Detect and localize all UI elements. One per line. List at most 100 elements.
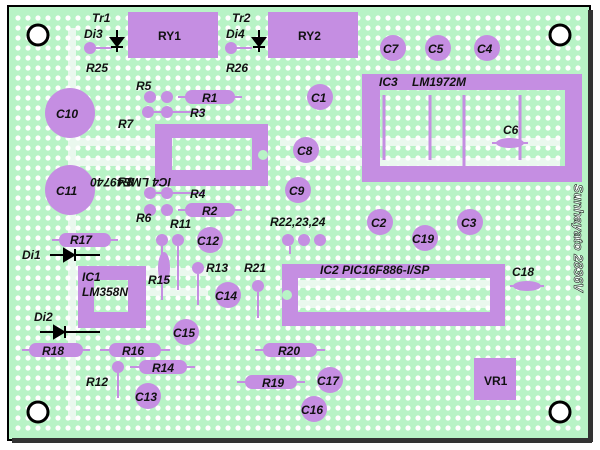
board-hole — [255, 65, 261, 71]
board-hole — [195, 225, 201, 231]
board-hole — [525, 235, 531, 241]
board-hole — [45, 265, 51, 271]
board-hole — [355, 165, 361, 171]
label-di1: Di1 — [22, 248, 41, 262]
board-hole — [415, 185, 421, 191]
board-hole — [455, 335, 461, 341]
board-hole — [365, 355, 371, 361]
board-hole — [505, 95, 511, 101]
board-hole — [325, 345, 331, 351]
board-hole — [35, 205, 41, 211]
board-hole — [115, 55, 121, 61]
board-hole — [435, 295, 441, 301]
board-hole — [395, 405, 401, 411]
board-hole — [545, 305, 551, 311]
board-hole — [25, 365, 31, 371]
board-hole — [475, 255, 481, 261]
board-hole — [15, 15, 21, 21]
board-hole — [35, 385, 41, 391]
board-hole — [295, 395, 301, 401]
board-hole — [315, 335, 321, 341]
board-hole — [185, 415, 191, 421]
board-hole — [145, 125, 151, 131]
board-hole — [205, 395, 211, 401]
board-hole — [225, 235, 231, 241]
board-hole — [345, 185, 351, 191]
board-hole — [505, 115, 511, 121]
board-hole — [365, 25, 371, 31]
board-hole — [575, 235, 581, 241]
board-hole — [275, 295, 281, 301]
board-hole — [115, 285, 121, 291]
board-hole — [15, 255, 21, 261]
board-hole — [355, 395, 361, 401]
board-hole — [535, 55, 541, 61]
board-hole — [185, 195, 191, 201]
board-hole — [295, 405, 301, 411]
board-hole — [125, 65, 131, 71]
board-hole — [285, 395, 291, 401]
board-hole — [565, 395, 571, 401]
board-hole — [95, 115, 101, 121]
board-hole — [565, 385, 571, 391]
board-hole — [155, 295, 161, 301]
capacitor-c16 — [301, 396, 327, 422]
board-hole — [215, 275, 221, 281]
board-hole — [95, 35, 101, 41]
board-hole — [455, 325, 461, 331]
board-hole — [535, 325, 541, 331]
board-hole — [185, 245, 191, 251]
board-hole — [505, 205, 511, 211]
board-hole — [55, 135, 61, 141]
board-hole — [535, 155, 541, 161]
board-hole — [435, 155, 441, 161]
board-hole — [425, 425, 431, 431]
board-hole — [65, 15, 71, 21]
board-hole — [185, 185, 191, 191]
board-hole — [145, 255, 151, 261]
board-hole — [95, 165, 101, 171]
board-hole — [205, 425, 211, 431]
board-hole — [525, 295, 531, 301]
board-hole — [125, 175, 131, 181]
board-hole — [115, 145, 121, 151]
board-hole — [235, 425, 241, 431]
board-hole — [505, 245, 511, 251]
board-hole — [25, 265, 31, 271]
board-hole — [15, 285, 21, 291]
board-hole — [385, 195, 391, 201]
board-hole — [345, 125, 351, 131]
board-hole — [565, 65, 571, 71]
board-hole — [315, 205, 321, 211]
board-hole — [575, 335, 581, 341]
board-hole — [395, 155, 401, 161]
board-hole — [515, 345, 521, 351]
board-hole — [255, 75, 261, 81]
board-hole — [105, 395, 111, 401]
board-hole — [365, 45, 371, 51]
board-hole — [355, 335, 361, 341]
board-hole — [475, 245, 481, 251]
board-hole — [325, 395, 331, 401]
board-hole — [375, 185, 381, 191]
board-hole — [225, 165, 231, 171]
board-hole — [225, 365, 231, 371]
board-hole — [365, 185, 371, 191]
board-hole — [435, 205, 441, 211]
board-hole — [25, 115, 31, 121]
board-hole — [155, 305, 161, 311]
board-hole — [575, 55, 581, 61]
board-hole — [455, 415, 461, 421]
board-hole — [445, 205, 451, 211]
board-hole — [355, 345, 361, 351]
board-hole — [505, 185, 511, 191]
board-hole — [305, 225, 311, 231]
board-hole — [105, 245, 111, 251]
board-hole — [115, 185, 121, 191]
board-hole — [135, 85, 141, 91]
board-hole — [185, 75, 191, 81]
board-hole — [115, 225, 121, 231]
board-hole — [355, 325, 361, 331]
label-r11: R11 — [170, 217, 191, 231]
board-hole — [555, 185, 561, 191]
